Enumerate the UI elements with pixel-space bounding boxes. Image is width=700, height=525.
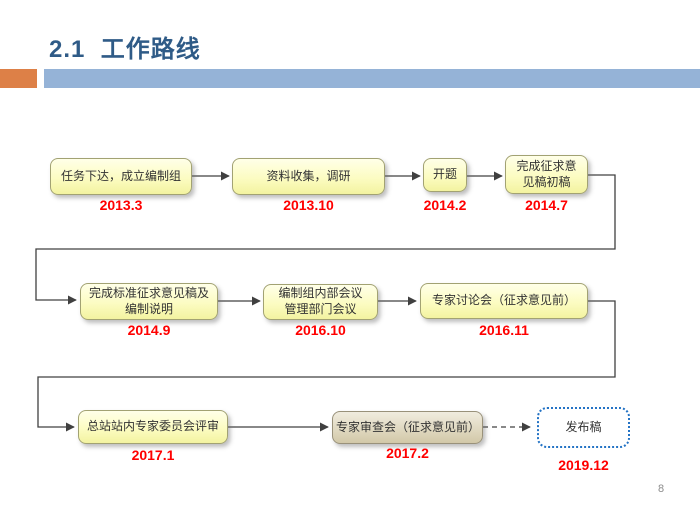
accent-bar-blue xyxy=(44,69,700,88)
flow-node-label: 任务下达，成立编制组 xyxy=(60,168,181,183)
accent-bar-orange xyxy=(0,69,37,88)
flow-node-internal-meetings: 编制组内部会议 管理部门会议 xyxy=(263,284,378,320)
flow-node-date: 2017.1 xyxy=(131,447,175,463)
flow-node-first-draft: 完成征求意 见稿初稿 xyxy=(505,155,588,194)
flow-node-label: 专家讨论会（征求意见前） xyxy=(431,293,576,308)
flow-node-date: 2013.3 xyxy=(99,197,143,213)
flow-node-label: 专家审查会（征求意见前） xyxy=(336,419,481,434)
flow-node-label: 资料收集，调研 xyxy=(266,168,351,183)
flow-node-date: 2013.10 xyxy=(283,197,334,213)
page-number: 8 xyxy=(657,483,665,495)
flow-node-label: 发布稿 xyxy=(565,419,602,434)
flow-node-label: 总站站内专家委员会评审 xyxy=(86,419,219,434)
flow-node-label: 完成标准征求意见稿及 编制说明 xyxy=(88,285,209,316)
flow-node-draft-and-notes: 完成标准征求意见稿及 编制说明 xyxy=(80,283,218,320)
flow-node-kickoff: 开题 xyxy=(423,158,467,192)
flow-node-date: 2014.2 xyxy=(423,197,467,213)
flow-node-date: 2017.2 xyxy=(386,445,429,461)
page-title: 2.1 工作路线 xyxy=(49,36,201,63)
flow-node-date: 2016.11 xyxy=(479,322,529,338)
flow-node-published-draft: 发布稿 xyxy=(537,407,630,448)
flow-node-data-collection: 资料收集，调研 xyxy=(232,158,385,195)
flow-node-label: 完成征求意 见稿初稿 xyxy=(516,158,577,189)
flow-node-expert-review: 专家审查会（征求意见前） xyxy=(332,411,483,444)
flow-node-task-assignment: 任务下达，成立编制组 xyxy=(50,158,192,195)
flow-node-internal-review: 总站站内专家委员会评审 xyxy=(78,410,228,444)
flow-node-date: 2014.9 xyxy=(127,322,171,338)
flow-node-expert-discussion: 专家讨论会（征求意见前） xyxy=(420,283,588,319)
flow-node-date: 2019.12 xyxy=(558,457,609,473)
flow-node-label: 编制组内部会议 管理部门会议 xyxy=(278,286,363,316)
flow-node-date: 2016.10 xyxy=(295,322,346,338)
flow-node-date: 2014.7 xyxy=(525,197,568,213)
flow-node-label: 开题 xyxy=(432,167,457,182)
